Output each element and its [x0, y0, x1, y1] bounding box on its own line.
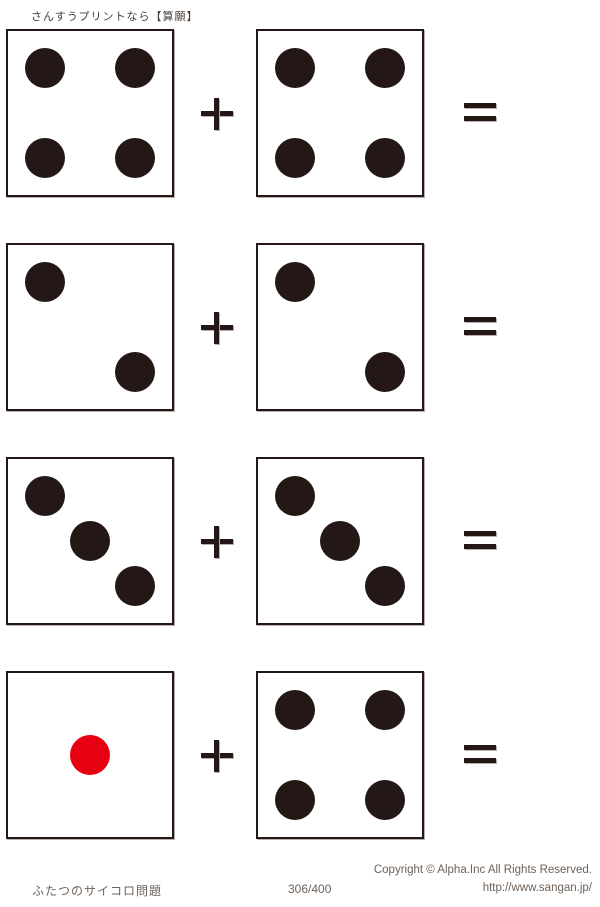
die-pip	[24, 47, 65, 88]
die-right	[256, 457, 424, 625]
die-pip	[274, 780, 315, 821]
footer-copyright: Copyright © Alpha.Inc All Rights Reserve…	[373, 864, 592, 876]
die-pip	[24, 475, 65, 516]
footer-worksheet-title: ふたつのサイコロ問題	[32, 884, 163, 898]
die-left	[6, 243, 174, 411]
footer-url[interactable]: http://www.sangan.jp/	[482, 882, 592, 894]
die-left	[6, 457, 174, 625]
die-right	[256, 243, 424, 411]
footer: ふたつのサイコロ問題 306/400 Copyright © Alpha.Inc…	[0, 837, 600, 907]
die-pip	[70, 521, 110, 561]
die-pip	[274, 138, 315, 179]
die-pip	[24, 261, 65, 302]
problem-row	[0, 671, 600, 839]
equals-operator-icon	[464, 745, 496, 764]
die-pip	[70, 735, 110, 775]
die-pip	[274, 475, 315, 516]
plus-operator-icon	[201, 740, 233, 772]
equals-operator-icon	[464, 317, 496, 336]
problem-row	[0, 243, 600, 411]
equals-operator-icon	[464, 103, 496, 122]
die-pip	[365, 47, 406, 88]
die-pip	[365, 138, 406, 179]
die-pip	[365, 352, 406, 393]
die-pip	[115, 352, 156, 393]
equals-operator-icon	[464, 531, 496, 550]
die-left	[6, 671, 174, 839]
problem-row	[0, 457, 600, 625]
die-pip	[115, 566, 156, 607]
die-pip	[274, 261, 315, 302]
die-pip	[115, 138, 156, 179]
die-right	[256, 671, 424, 839]
die-right	[256, 29, 424, 197]
footer-page-number: 306/400	[288, 882, 332, 896]
die-pip	[365, 566, 406, 607]
die-pip	[320, 521, 360, 561]
die-pip	[24, 138, 65, 179]
die-pip	[274, 47, 315, 88]
die-pip	[365, 689, 406, 730]
die-pip	[365, 780, 406, 821]
die-left	[6, 29, 174, 197]
plus-operator-icon	[201, 98, 233, 130]
die-pip	[274, 689, 315, 730]
page-title: さんすうプリントなら【算願】	[31, 11, 199, 23]
die-pip	[115, 47, 156, 88]
plus-operator-icon	[201, 526, 233, 558]
plus-operator-icon	[201, 312, 233, 344]
problem-row	[0, 29, 600, 197]
